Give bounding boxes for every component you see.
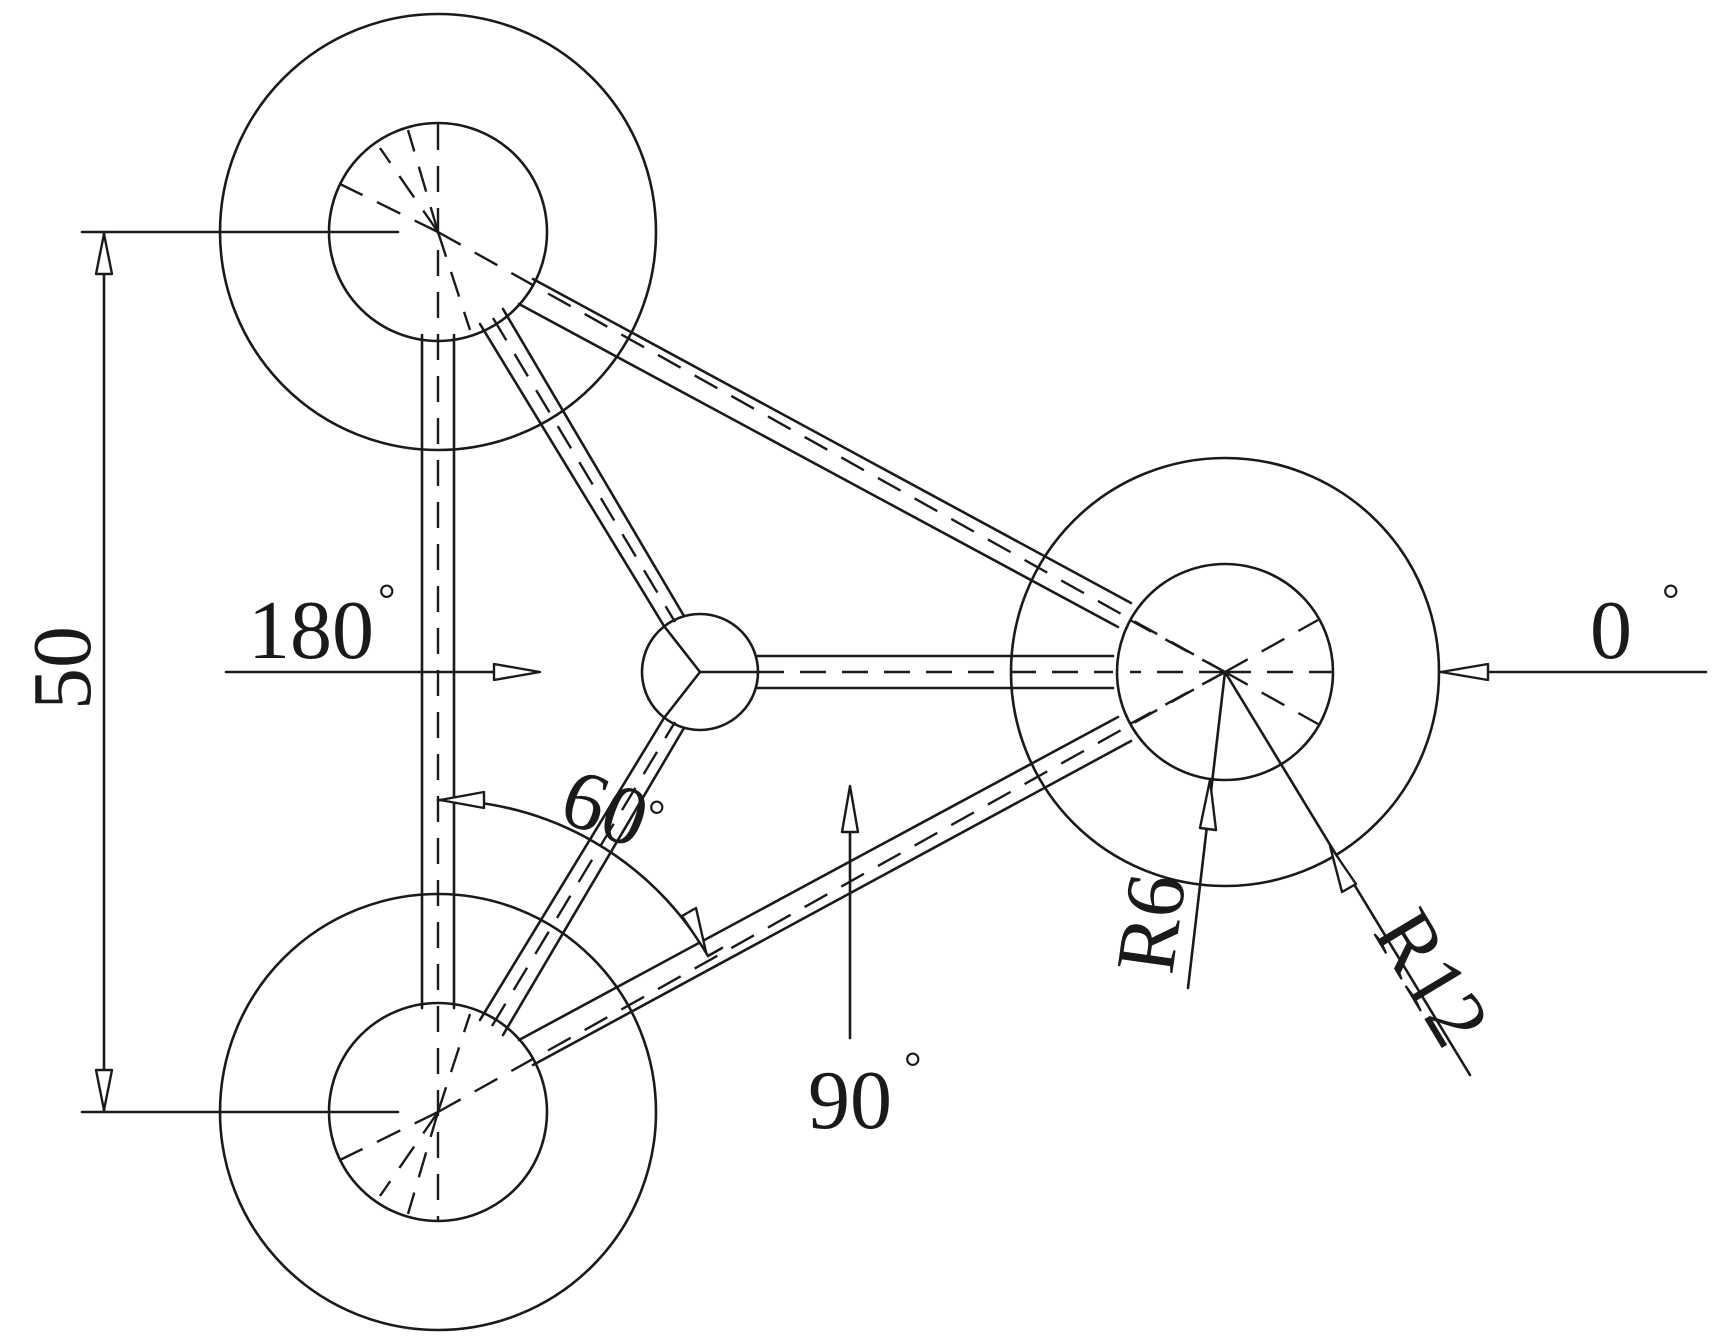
dimension-label-50: 50 [16,626,109,710]
radius-label-r12: R12 [1356,894,1508,1062]
degree-mark-180: ° [378,575,396,624]
hub-joint [662,624,760,720]
angle-arrow-180: 180 ° [224,575,542,682]
degree-mark-0: ° [1662,575,1680,624]
angle-arc-60: 60 ° [436,750,724,958]
struts [420,277,1133,1067]
angle-label-90: 90 [808,1054,892,1147]
angle-arrow-0: 0 ° [1439,575,1708,682]
radius-leader-r12: R12 [1223,670,1508,1077]
dimension-50: 50 [16,230,400,1114]
angle-arrow-90: 90 ° [808,784,922,1147]
radius-leader-r6: R6 [1099,670,1227,990]
angle-label-60: 60 [550,750,661,866]
angle-label-180: 180 [248,584,374,677]
degree-mark-60: ° [648,791,666,840]
angle-label-0: 0 [1590,584,1632,677]
radius-label-r6: R6 [1099,869,1205,979]
degree-mark-90: ° [904,1043,922,1092]
